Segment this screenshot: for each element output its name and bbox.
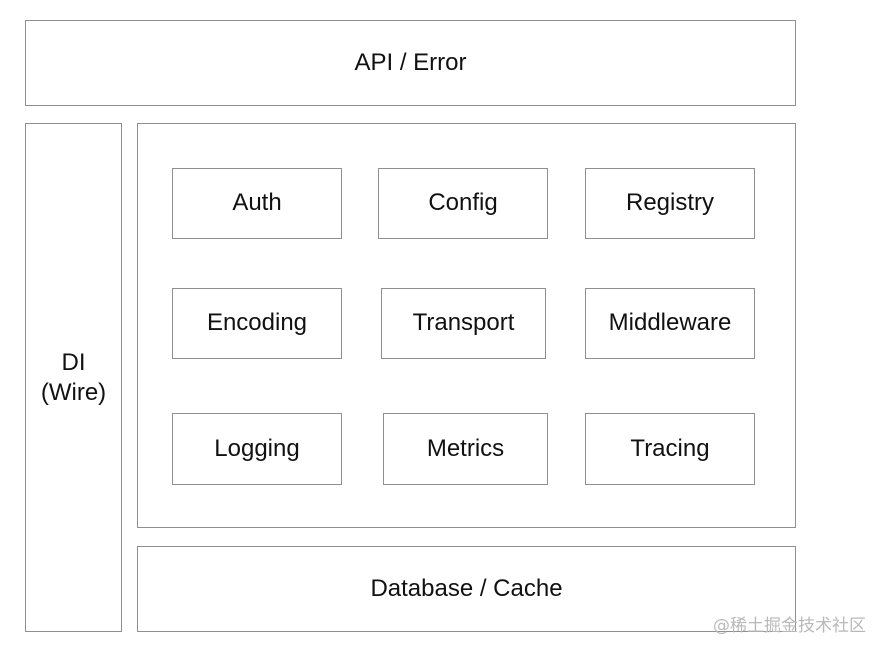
transport-module: Transport xyxy=(381,288,546,359)
auth-label: Auth xyxy=(232,189,282,217)
database-cache-label: Database / Cache xyxy=(370,574,563,602)
middleware-module: Middleware xyxy=(585,288,755,359)
metrics-module: Metrics xyxy=(383,413,548,485)
database-cache-layer: Database / Cache xyxy=(137,546,796,632)
wire-label-line: (Wire) xyxy=(40,378,107,406)
encoding-label: Encoding xyxy=(206,309,308,337)
di-wire-layer: DI (Wire) xyxy=(25,123,122,632)
transport-label: Transport xyxy=(412,309,515,337)
logging-label: Logging xyxy=(214,434,300,462)
logging-module: Logging xyxy=(172,413,342,485)
middleware-label: Middleware xyxy=(608,309,732,337)
api-error-layer: API / Error xyxy=(25,20,796,106)
encoding-module: Encoding xyxy=(172,288,342,359)
auth-module: Auth xyxy=(172,168,342,239)
di-label-line: DI xyxy=(61,348,86,376)
config-label: Config xyxy=(428,189,498,217)
watermark-text: @稀土掘金技术社区 xyxy=(713,616,866,636)
tracing-module: Tracing xyxy=(585,413,755,485)
config-module: Config xyxy=(378,168,548,239)
registry-label: Registry xyxy=(625,189,715,217)
api-error-label: API / Error xyxy=(354,48,467,76)
registry-module: Registry xyxy=(585,168,755,239)
tracing-label: Tracing xyxy=(630,434,710,462)
di-wire-label: DI (Wire) xyxy=(41,348,106,408)
metrics-label: Metrics xyxy=(426,434,505,462)
